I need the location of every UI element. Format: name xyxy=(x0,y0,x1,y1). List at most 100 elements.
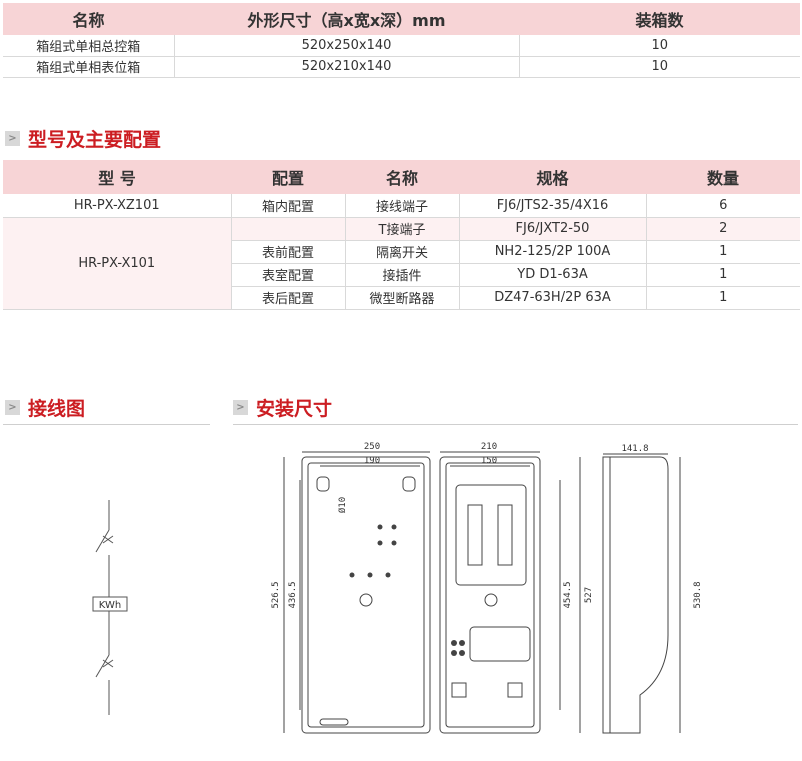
cell-config: 表前配置 xyxy=(230,240,345,264)
hole-dia-label: Ø10 xyxy=(337,497,348,513)
header-size: 外形尺寸（高x宽x深）mm xyxy=(174,3,519,35)
config-section-heading: > 型号及主要配置 xyxy=(5,125,161,152)
config-table: 型 号 配置 名称 规格 数量 HR-PX-XZ101 箱内配置 接线端子 FJ… xyxy=(3,160,800,310)
dim-150-label: 150 xyxy=(481,456,497,466)
control-box-inner xyxy=(307,462,425,728)
screw-hole xyxy=(385,572,391,578)
terminal-stud xyxy=(451,650,457,656)
meter-label: KWh xyxy=(99,600,121,611)
mount-slot-tl xyxy=(316,476,330,492)
header-model: 型 号 xyxy=(3,160,231,194)
cell-config: 箱内配置 xyxy=(230,194,345,218)
cell-config xyxy=(230,217,345,241)
table-row: 表室配置 接插件 YD D1-63A 1 xyxy=(3,263,800,287)
dim-190-label: 190 xyxy=(364,456,380,466)
switch-blade-bottom xyxy=(95,654,110,678)
wiring-heading-underline xyxy=(3,424,210,425)
install-section-heading: > 安装尺寸 xyxy=(233,394,332,421)
cell-spec: FJ6/JTS2-35/4X16 xyxy=(458,194,646,218)
dim-250-label: 250 xyxy=(364,442,380,452)
side-view-outline xyxy=(602,456,669,734)
table-row: 箱组式单相表位箱 520x210x140 10 xyxy=(3,56,800,78)
screw-hole xyxy=(391,524,397,530)
dim-530-label: 530.8 xyxy=(693,581,703,608)
table-row: 表后配置 微型断路器 DZ47-63H/2P 63A 1 xyxy=(3,286,800,310)
header-config: 配置 xyxy=(231,160,345,194)
control-box-outline xyxy=(301,456,431,734)
table-row: HR-PX-X101 T接端子 FJ6/JXT2-50 2 xyxy=(3,217,800,310)
cell-spec: DZ47-63H/2P 63A xyxy=(458,286,646,310)
bottom-bracket-right xyxy=(507,682,523,698)
cell-name: 隔离开关 xyxy=(344,240,459,264)
cell-qty: 10 xyxy=(518,35,800,57)
header-pack-qty: 装箱数 xyxy=(519,3,800,35)
dimensions-table: 名称 外形尺寸（高x宽x深）mm 装箱数 箱组式单相总控箱 520x250x14… xyxy=(3,3,800,78)
dim-436-label: 436.5 xyxy=(288,581,298,608)
table-row: 箱组式单相总控箱 520x250x140 10 xyxy=(3,35,800,57)
meter-window xyxy=(455,484,527,586)
dim-526-label: 526.5 xyxy=(271,581,281,608)
cell-qty: 6 xyxy=(645,194,800,218)
meter-box-outline xyxy=(439,456,541,734)
screw-hole xyxy=(377,540,383,546)
cell-qty: 1 xyxy=(645,263,800,287)
cell-qty: 10 xyxy=(518,56,800,78)
wiring-section-title: 接线图 xyxy=(28,398,86,420)
breaker-panel xyxy=(469,626,531,662)
wiring-section-heading: > 接线图 xyxy=(5,394,85,421)
terminal-stud xyxy=(459,640,465,646)
screw-hole xyxy=(377,524,383,530)
knockout-hole-b xyxy=(484,593,498,607)
switch-cross-bottom-b xyxy=(102,659,114,668)
screw-hole xyxy=(367,572,373,578)
cell-qty: 1 xyxy=(645,286,800,310)
install-section-title: 安装尺寸 xyxy=(256,398,333,420)
terminal-stud xyxy=(451,640,457,646)
cell-qty: 2 xyxy=(645,217,800,241)
meter-box-inner xyxy=(445,462,535,728)
cell-model: HR-PX-XZ101 xyxy=(3,194,231,218)
dim-454-label: 454.5 xyxy=(563,581,573,608)
bottom-bracket-left xyxy=(451,682,467,698)
switch-blade-top xyxy=(95,529,110,553)
header-spec: 规格 xyxy=(459,160,646,194)
section-marker-icon: > xyxy=(5,400,20,415)
dimensions-header-row: 名称 外形尺寸（高x宽x深）mm 装箱数 xyxy=(3,3,800,35)
dim-210-label: 210 xyxy=(481,442,497,452)
wiring-diagram: KWh xyxy=(92,500,128,715)
cell-size: 520x210x140 xyxy=(173,56,519,78)
cell-config: 表室配置 xyxy=(230,263,345,287)
installation-drawing: 250 190 210 150 141.8 526.5 436.5 454.5 … xyxy=(271,442,703,734)
cell-spec: FJ6/JXT2-50 xyxy=(458,217,646,241)
mount-slot-tr xyxy=(402,476,416,492)
config-header-row: 型 号 配置 名称 规格 数量 xyxy=(3,160,800,194)
dim-141-label: 141.8 xyxy=(621,444,648,454)
table-row: 表前配置 隔离开关 NH2-125/2P 100A 1 xyxy=(3,240,800,264)
meter-box xyxy=(92,596,128,612)
table-row: HR-PX-XZ101 箱内配置 接线端子 FJ6/JTS2-35/4X16 6 xyxy=(3,194,800,218)
cell-spec: YD D1-63A xyxy=(458,263,646,287)
cell-size: 520x250x140 xyxy=(173,35,519,57)
cell-name: 箱组式单相表位箱 xyxy=(3,56,174,78)
header-qty: 数量 xyxy=(646,160,800,194)
cell-name: T接端子 xyxy=(344,217,459,241)
section-marker-icon: > xyxy=(233,400,248,415)
meter-mount-right xyxy=(497,504,513,566)
terminal-stud xyxy=(459,650,465,656)
cell-name: 箱组式单相总控箱 xyxy=(3,35,174,57)
cell-qty: 1 xyxy=(645,240,800,264)
dim-527-label: 527 xyxy=(584,587,594,603)
cell-config: 表后配置 xyxy=(230,286,345,310)
config-section-title: 型号及主要配置 xyxy=(28,129,162,151)
bottom-slot-a xyxy=(319,718,349,726)
cell-name: 微型断路器 xyxy=(344,286,459,310)
section-marker-icon: > xyxy=(5,131,20,146)
switch-cross-top-b xyxy=(102,535,114,544)
cell-name: 接插件 xyxy=(344,263,459,287)
meter-mount-left xyxy=(467,504,483,566)
cell-name: 接线端子 xyxy=(344,194,459,218)
header-name: 名称 xyxy=(345,160,459,194)
cell-spec: NH2-125/2P 100A xyxy=(458,240,646,264)
header-name: 名称 xyxy=(3,3,174,35)
screw-hole xyxy=(391,540,397,546)
